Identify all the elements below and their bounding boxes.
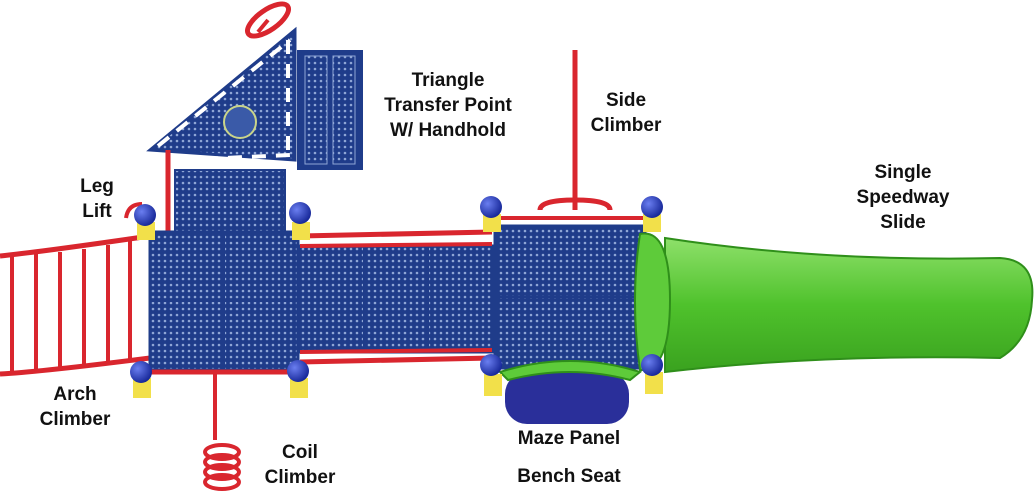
label-arch-climber: Arch Climber — [39, 384, 111, 430]
handhold-wheel — [245, 1, 291, 39]
arch-climber — [0, 233, 151, 377]
bench-seat — [505, 372, 629, 424]
label-bench-seat: Bench Seat — [517, 466, 621, 487]
coil-climber — [203, 374, 241, 491]
label-maze-panel: Maze Panel — [517, 428, 621, 449]
leg-lift — [124, 202, 143, 219]
right-deck — [493, 216, 647, 370]
handhold-panel — [297, 50, 363, 170]
side-climber — [537, 50, 613, 211]
post-caps — [130, 196, 663, 398]
single-speedway-slide — [634, 232, 1034, 374]
middle-bridge — [298, 229, 494, 365]
label-single-speedway-slide: Single Speedway Slide — [856, 162, 950, 233]
label-side-climber: Side Climber — [590, 90, 662, 136]
left-deck — [148, 230, 300, 375]
label-leg-lift: Leg Lift — [80, 176, 114, 222]
maze-panel — [498, 360, 643, 382]
label-coil-climber: Coil Climber — [264, 442, 336, 488]
triangle-transfer-point — [146, 26, 297, 233]
label-triangle-transfer-point: Triangle Transfer Point W/ Handhold — [384, 70, 512, 141]
